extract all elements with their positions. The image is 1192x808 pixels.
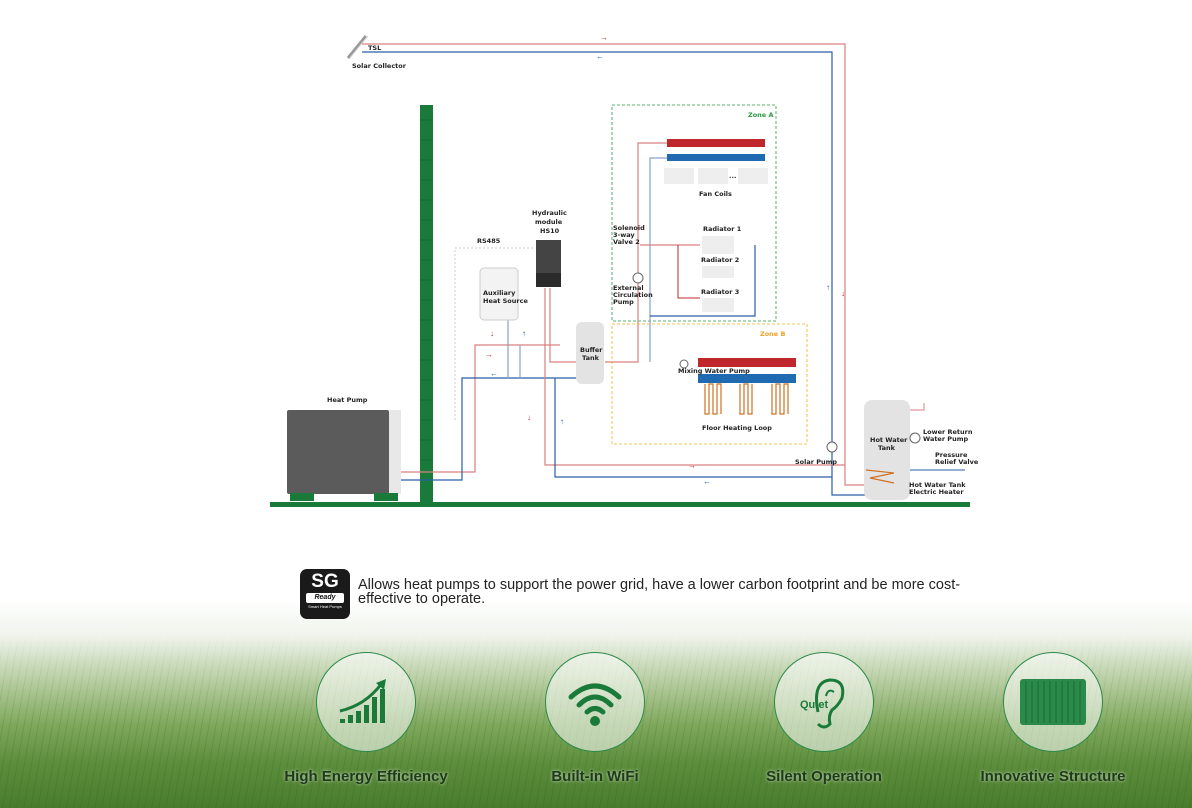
feature-label: Innovative Structure <box>980 768 1126 785</box>
svg-text:↑: ↑ <box>826 283 830 292</box>
solar-pump-label: Solar Pump <box>795 458 837 466</box>
fan-coils-more: ... <box>729 172 736 180</box>
floor-loop-label: Floor Heating Loop <box>702 424 772 432</box>
heat-pump-label: Heat Pump <box>327 396 368 404</box>
heater-label-1: Hot Water Tank <box>909 481 966 489</box>
zone-b-label: Zone B <box>760 330 785 338</box>
rs485-label: RS485 <box>477 237 501 245</box>
radiator-2-label: Radiator 2 <box>701 256 739 264</box>
lower-return-pump-icon <box>909 432 921 444</box>
zone-b <box>611 323 808 445</box>
radiator-3-label: Radiator 3 <box>701 288 739 296</box>
solenoid-label-1: Solenoid <box>613 224 645 232</box>
svg-text:↑: ↑ <box>560 417 564 426</box>
heat-pump-unit-icon <box>1003 652 1103 752</box>
hydraulic-label-2: module <box>535 218 563 226</box>
buffer-label-1: Buffer <box>580 346 603 354</box>
radiator-1-label: Radiator 1 <box>703 225 742 233</box>
heating-system-diagram: TSL Solar Collector → ← ↑ ↓ Heat Pump → … <box>270 33 979 507</box>
svg-text:↑: ↑ <box>522 329 526 338</box>
mixing-pump-label: Mixing Water Pump <box>678 367 750 375</box>
prv-label-2: Relief Valve <box>935 458 979 466</box>
auxiliary-heat-source <box>479 267 519 321</box>
svg-text:→: → <box>688 461 696 470</box>
solenoid-label-3: Valve 2 <box>613 238 640 246</box>
prv-label-1: Pressure <box>935 451 968 459</box>
mixing-pump-icon <box>679 359 689 369</box>
quiet-ear-icon: Quiet <box>774 652 874 752</box>
solar-collector-label: Solar Collector <box>352 62 407 70</box>
feature-label: Silent Operation <box>766 768 882 785</box>
svg-text:→: → <box>600 33 608 42</box>
solenoid-label-2: 3-way <box>613 231 635 239</box>
svg-text:→: → <box>485 350 493 359</box>
buffer-label-2: Tank <box>582 354 600 362</box>
lrp-label-1: Lower Return <box>923 428 973 436</box>
svg-text:←: ← <box>703 477 711 486</box>
ground-line <box>270 502 970 507</box>
lrp-label-2: Water Pump <box>923 435 968 443</box>
hwt-label-2: Tank <box>878 444 896 452</box>
svg-text:↓: ↓ <box>490 329 494 338</box>
feature-label: High Energy Efficiency <box>284 768 448 785</box>
feature-silent: Quiet Silent Operation <box>724 652 924 785</box>
wifi-icon <box>545 652 645 752</box>
buffer-tank <box>576 322 604 384</box>
feature-energy-efficiency: High Energy Efficiency <box>266 652 466 785</box>
svg-text:↓: ↓ <box>527 413 531 422</box>
solar-pump-icon <box>826 441 838 453</box>
hwt-label-1: Hot Water <box>870 436 908 444</box>
sg-ready-description: Allows heat pumps to support the power g… <box>358 577 961 607</box>
heat-pump-unit <box>287 410 401 501</box>
ext-pump-label-3: Pump <box>613 298 634 306</box>
zone-a-label: Zone A <box>748 111 774 119</box>
quiet-icon-text: Quiet <box>800 699 828 711</box>
zone-a <box>611 104 777 322</box>
feature-label: Built-in WiFi <box>551 768 639 785</box>
ext-pump-label-1: External <box>613 284 644 292</box>
wall <box>420 105 433 505</box>
tsl-label: TSL <box>368 44 381 52</box>
feature-structure: Innovative Structure <box>953 652 1153 785</box>
hydraulic-label-3: HS10 <box>540 227 560 235</box>
external-circulation-pump-icon <box>632 272 644 284</box>
hydraulic-label-1: Hydraulic <box>532 209 567 217</box>
fan-coils-label: Fan Coils <box>699 190 732 198</box>
solar-collector-icon <box>346 35 369 59</box>
hot-water-tank <box>864 400 910 500</box>
svg-text:←: ← <box>596 52 604 61</box>
heater-label-2: Electric Heater <box>909 488 964 496</box>
svg-text:↓: ↓ <box>841 289 845 298</box>
feature-wifi: Built-in WiFi <box>495 652 695 785</box>
aux-heat-label-1: Auxiliary <box>483 289 516 297</box>
efficiency-bars-icon <box>316 652 416 752</box>
svg-text:←: ← <box>490 369 498 378</box>
ext-pump-label-2: Circulation <box>613 291 653 299</box>
aux-heat-label-2: Heat Source <box>483 297 528 305</box>
